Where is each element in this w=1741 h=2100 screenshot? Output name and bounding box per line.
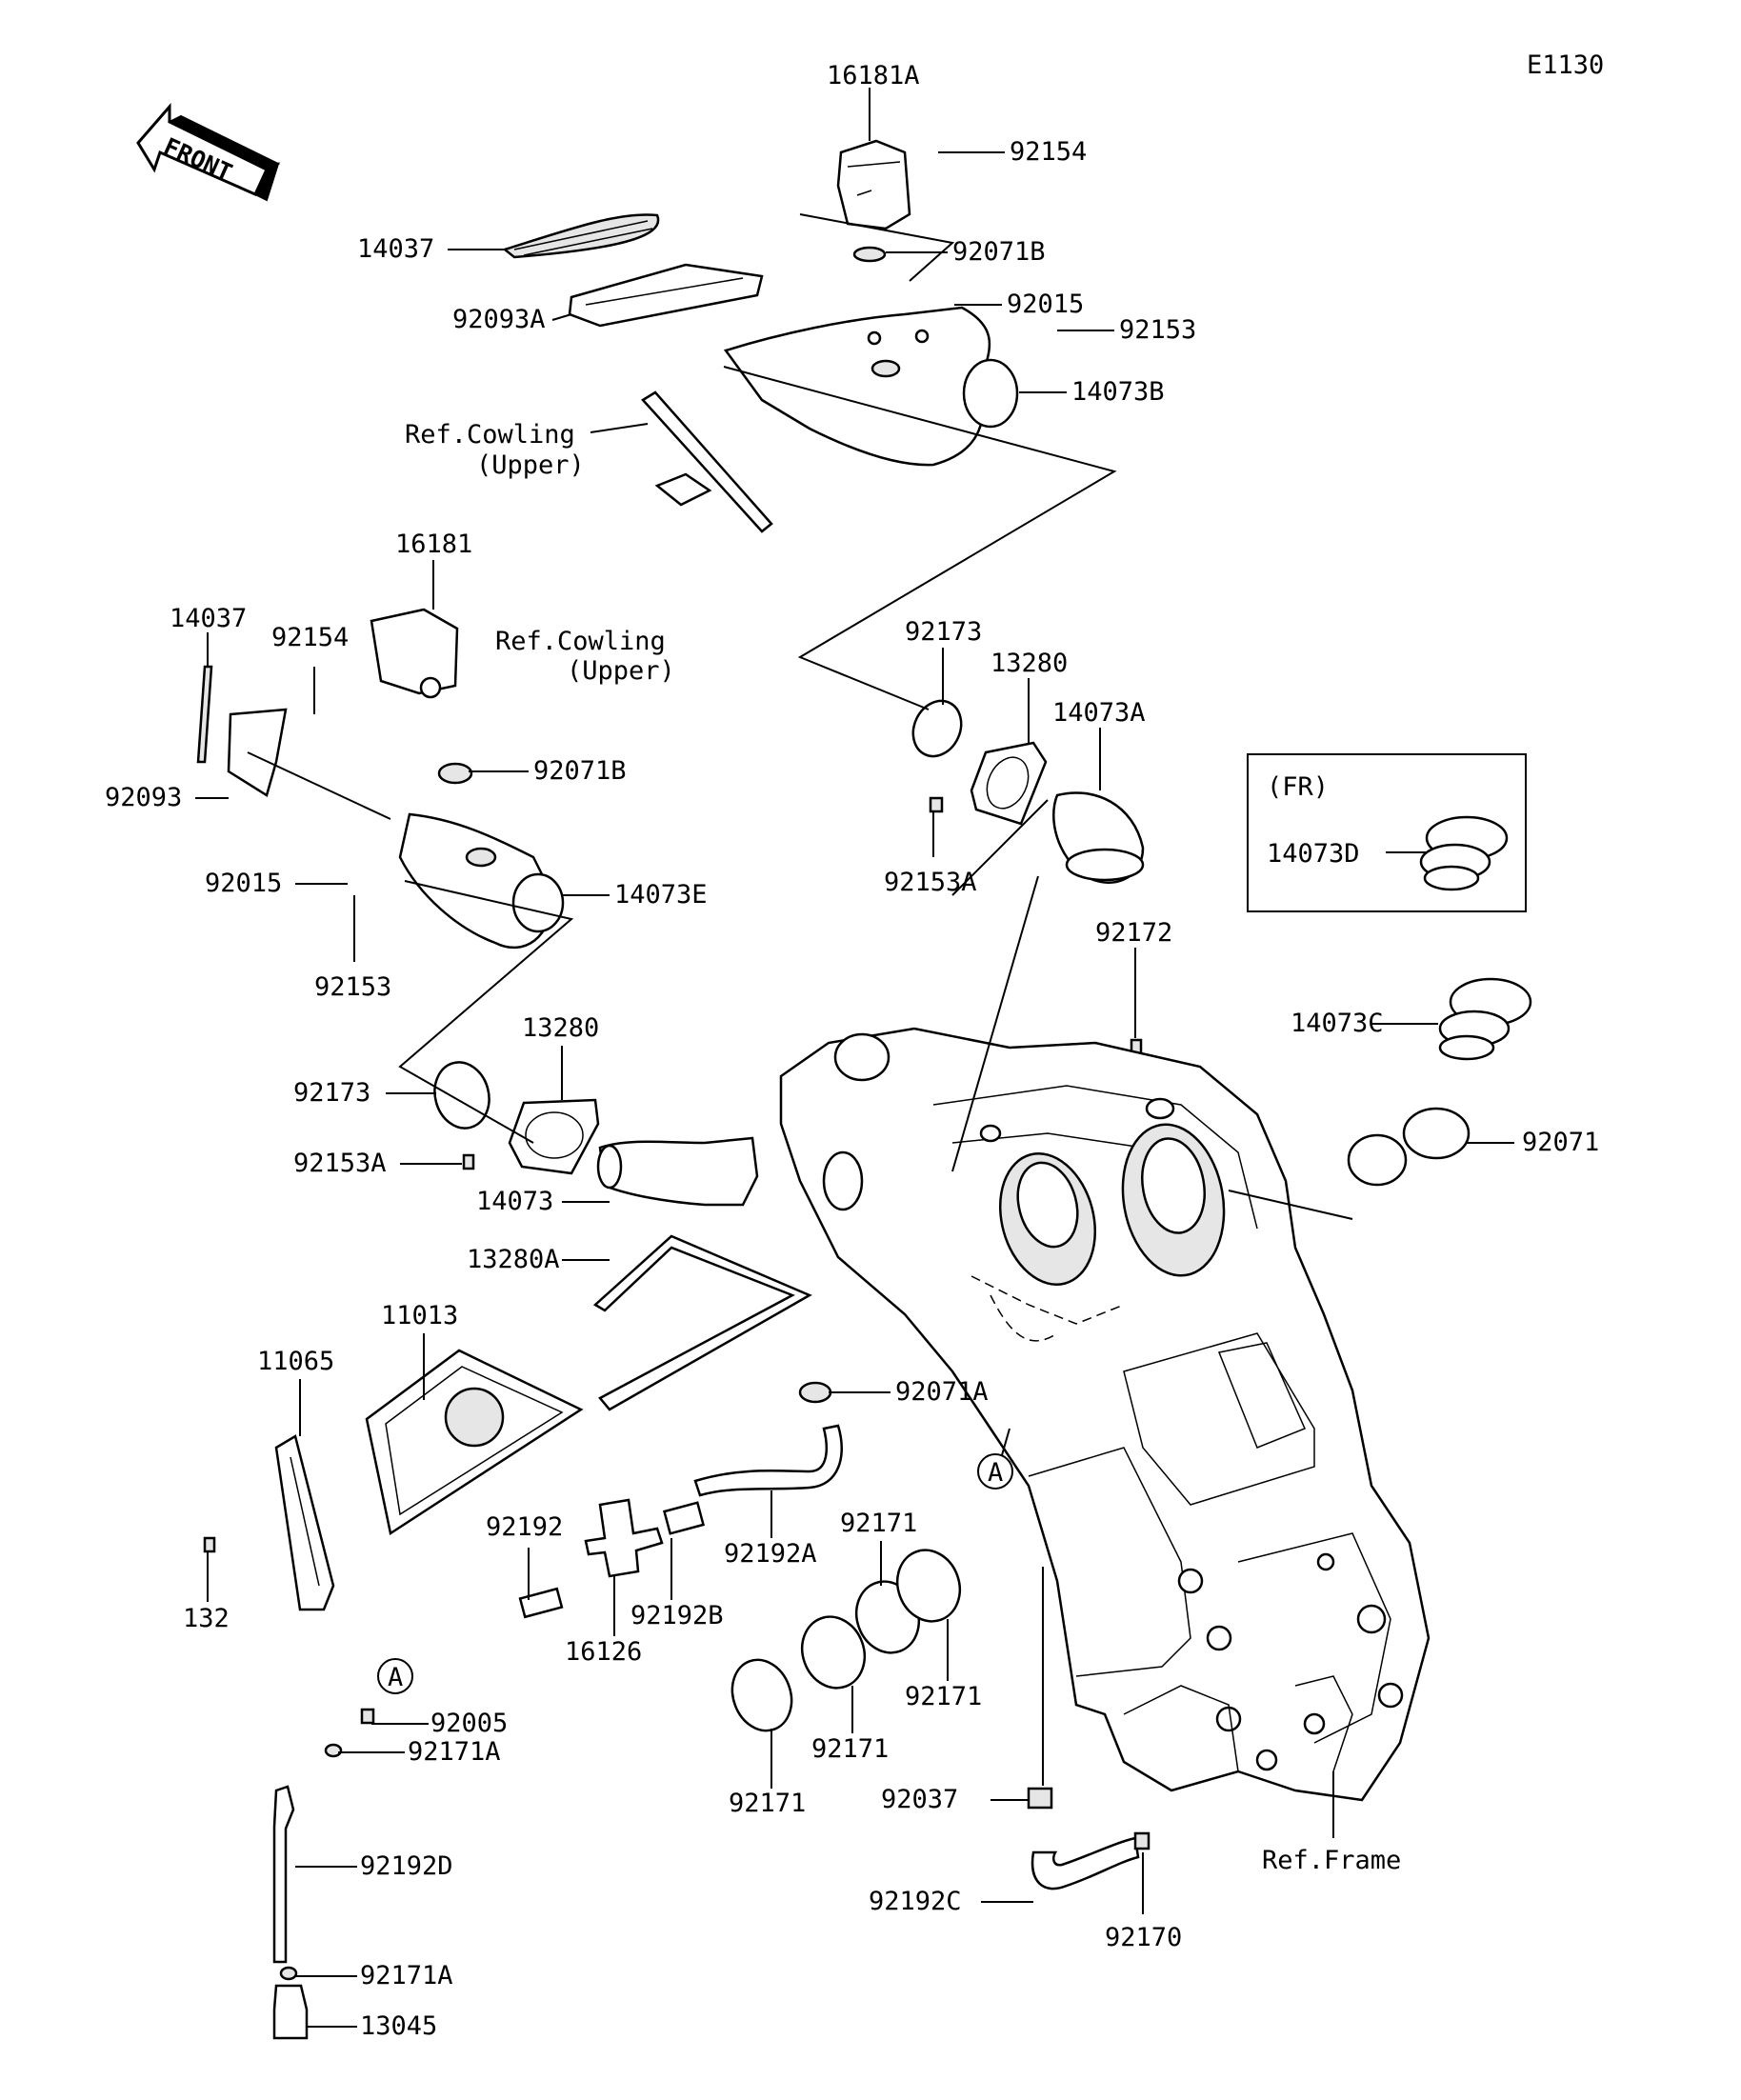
part-label: 92154 — [1010, 137, 1087, 167]
part-label: 92037 — [881, 1785, 958, 1814]
part-label: 92154 — [271, 623, 349, 652]
part-label: 16181A — [827, 61, 920, 90]
part-label: 13280 — [522, 1013, 599, 1043]
part-label: 92071 — [1522, 1128, 1599, 1157]
part-label: 92171 — [905, 1682, 982, 1711]
part-label: 92171 — [811, 1734, 889, 1764]
right-side-parts — [1347, 977, 1532, 1187]
duct-upper-right — [502, 139, 1019, 533]
part-label: 92005 — [430, 1709, 508, 1738]
part-label: 14037 — [357, 234, 434, 264]
leader-lines — [195, 88, 1514, 2028]
part-label: 14073B — [1071, 377, 1165, 407]
part-label: 92015 — [1007, 290, 1084, 319]
part-label: 92071A — [895, 1377, 989, 1407]
part-label: 11065 — [257, 1347, 334, 1376]
part-label: 92171 — [729, 1789, 806, 1818]
part-label: 13280 — [991, 649, 1068, 678]
ref-cowling-upper-2-sub: (Upper) — [567, 656, 675, 686]
part-label: 92093A — [452, 305, 546, 334]
part-label: 92071B — [533, 756, 627, 786]
part-label: 16126 — [565, 1637, 642, 1667]
part-label: 92153 — [1119, 315, 1196, 345]
ref-frame: Ref.Frame — [1262, 1846, 1401, 1875]
fr-box-part: 14073D — [1267, 839, 1360, 869]
part-label: 92192C — [869, 1887, 962, 1916]
part-label: 92173 — [905, 617, 982, 647]
duct-upper-left — [196, 608, 565, 950]
part-label: 92192D — [360, 1851, 453, 1881]
part-label: 14073C — [1291, 1009, 1384, 1038]
ref-cowling-upper-2: Ref.Cowling — [495, 627, 666, 656]
part-label: 92153A — [884, 868, 977, 897]
part-label: 14037 — [170, 604, 247, 633]
part-label: 13280A — [467, 1245, 560, 1274]
fr-box-title: (FR) — [1267, 772, 1329, 802]
air-duct-parts — [203, 699, 1145, 1611]
part-label: 92171 — [840, 1509, 917, 1538]
diagram-code: E1130 — [1527, 50, 1604, 80]
part-label: 92071B — [952, 237, 1046, 267]
part-label: 92192A — [724, 1539, 817, 1569]
airbox-frame — [779, 1027, 1431, 1802]
part-label: 14073E — [614, 880, 708, 910]
fr-box: (FR) 14073D — [1247, 753, 1527, 912]
part-label: 92015 — [205, 869, 282, 898]
hoses-clamps: A A — [272, 1381, 1151, 2040]
part-label: 16181 — [395, 530, 472, 559]
part-label: 11013 — [381, 1301, 458, 1330]
part-label: 14073 — [476, 1187, 553, 1216]
part-label: 92153 — [314, 972, 391, 1002]
front-arrow-icon: FRONT — [136, 102, 281, 202]
part-label: 92172 — [1095, 918, 1172, 948]
part-label: 92192 — [486, 1512, 563, 1542]
part-label: 132 — [183, 1604, 230, 1633]
part-label: 13045 — [360, 2011, 437, 2041]
part-label: 92171A — [408, 1737, 501, 1767]
part-label: 92192B — [630, 1601, 724, 1630]
part-label: 92170 — [1105, 1923, 1182, 1952]
part-label: 92171A — [360, 1961, 453, 1990]
callout-a-upper: A — [988, 1458, 1003, 1488]
part-label: 92093 — [105, 783, 182, 812]
part-labels: 16181A 92154 92071B 92015 92153 14073B 1… — [105, 61, 1599, 2041]
ref-cowling-upper-1-sub: (Upper) — [476, 450, 585, 480]
part-label: 92153A — [293, 1149, 387, 1178]
ref-cowling-upper-1: Ref.Cowling — [405, 420, 575, 450]
part-label: 14073A — [1052, 698, 1146, 728]
part-label: 92173 — [293, 1078, 370, 1108]
callout-a-lower: A — [388, 1663, 403, 1692]
